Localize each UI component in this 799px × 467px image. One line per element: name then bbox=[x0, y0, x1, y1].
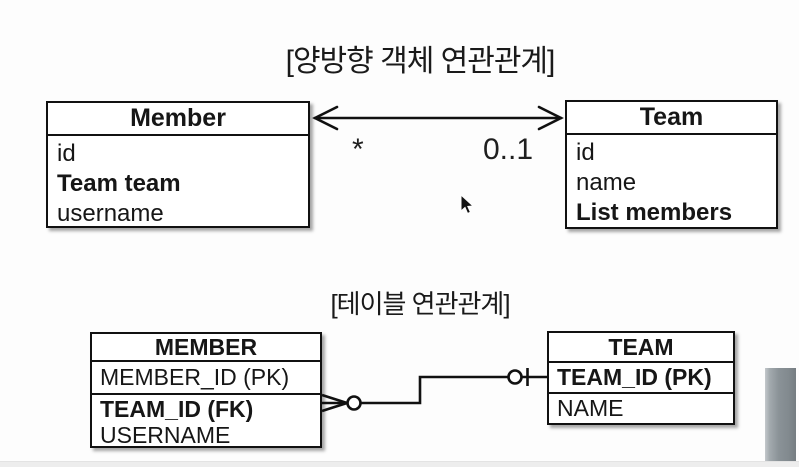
object-diagram-title: [양방향 객체 연관관계] bbox=[285, 45, 556, 78]
mouse-cursor-icon bbox=[460, 194, 475, 215]
team-class-box: Team id name List members bbox=[565, 100, 778, 229]
crow-foot-many-icon bbox=[321, 393, 348, 413]
relationship-connector bbox=[321, 368, 547, 413]
member-table-header: MEMBER bbox=[92, 334, 320, 362]
zero-circle-icon bbox=[346, 395, 362, 411]
member-table-field-team-id: TEAM_ID (FK) bbox=[100, 396, 254, 422]
member-class-box: Member id Team team username bbox=[46, 101, 310, 228]
member-table-field-username: USERNAME bbox=[100, 421, 231, 448]
member-class-header: Member bbox=[48, 103, 308, 136]
team-field-id: id bbox=[576, 139, 595, 166]
zero-circle-icon bbox=[507, 369, 523, 385]
team-field-members: List members bbox=[576, 199, 733, 226]
table-diagram-title: [테이블 연관관계] bbox=[330, 289, 510, 319]
team-table-header: TEAM bbox=[549, 333, 733, 363]
team-field-name: name bbox=[576, 169, 637, 196]
team-table-box: TEAM TEAM_ID (PK) NAME bbox=[547, 331, 735, 425]
team-table-field-team-id: TEAM_ID (PK) bbox=[549, 363, 733, 394]
member-field-id: id bbox=[57, 140, 76, 167]
team-class-header: Team bbox=[567, 102, 776, 135]
team-table-field-name: NAME bbox=[557, 394, 624, 421]
member-table-field-member-id: MEMBER_ID (PK) bbox=[92, 362, 320, 395]
team-class-fields: id name List members bbox=[567, 135, 776, 228]
member-table-box: MEMBER MEMBER_ID (PK) TEAM_ID (FK) USERN… bbox=[90, 332, 322, 448]
member-class-fields: id Team team username bbox=[48, 136, 308, 229]
bidirectional-arrow-icon bbox=[312, 105, 564, 131]
scrollbar-thumb[interactable] bbox=[765, 368, 796, 467]
member-field-username: username bbox=[57, 200, 164, 227]
member-field-team: Team team bbox=[57, 170, 181, 197]
cardinality-zero-one-label: 0..1 bbox=[483, 133, 534, 166]
bottom-edge-strip bbox=[0, 461, 799, 467]
cardinality-many-label: * bbox=[352, 133, 364, 166]
